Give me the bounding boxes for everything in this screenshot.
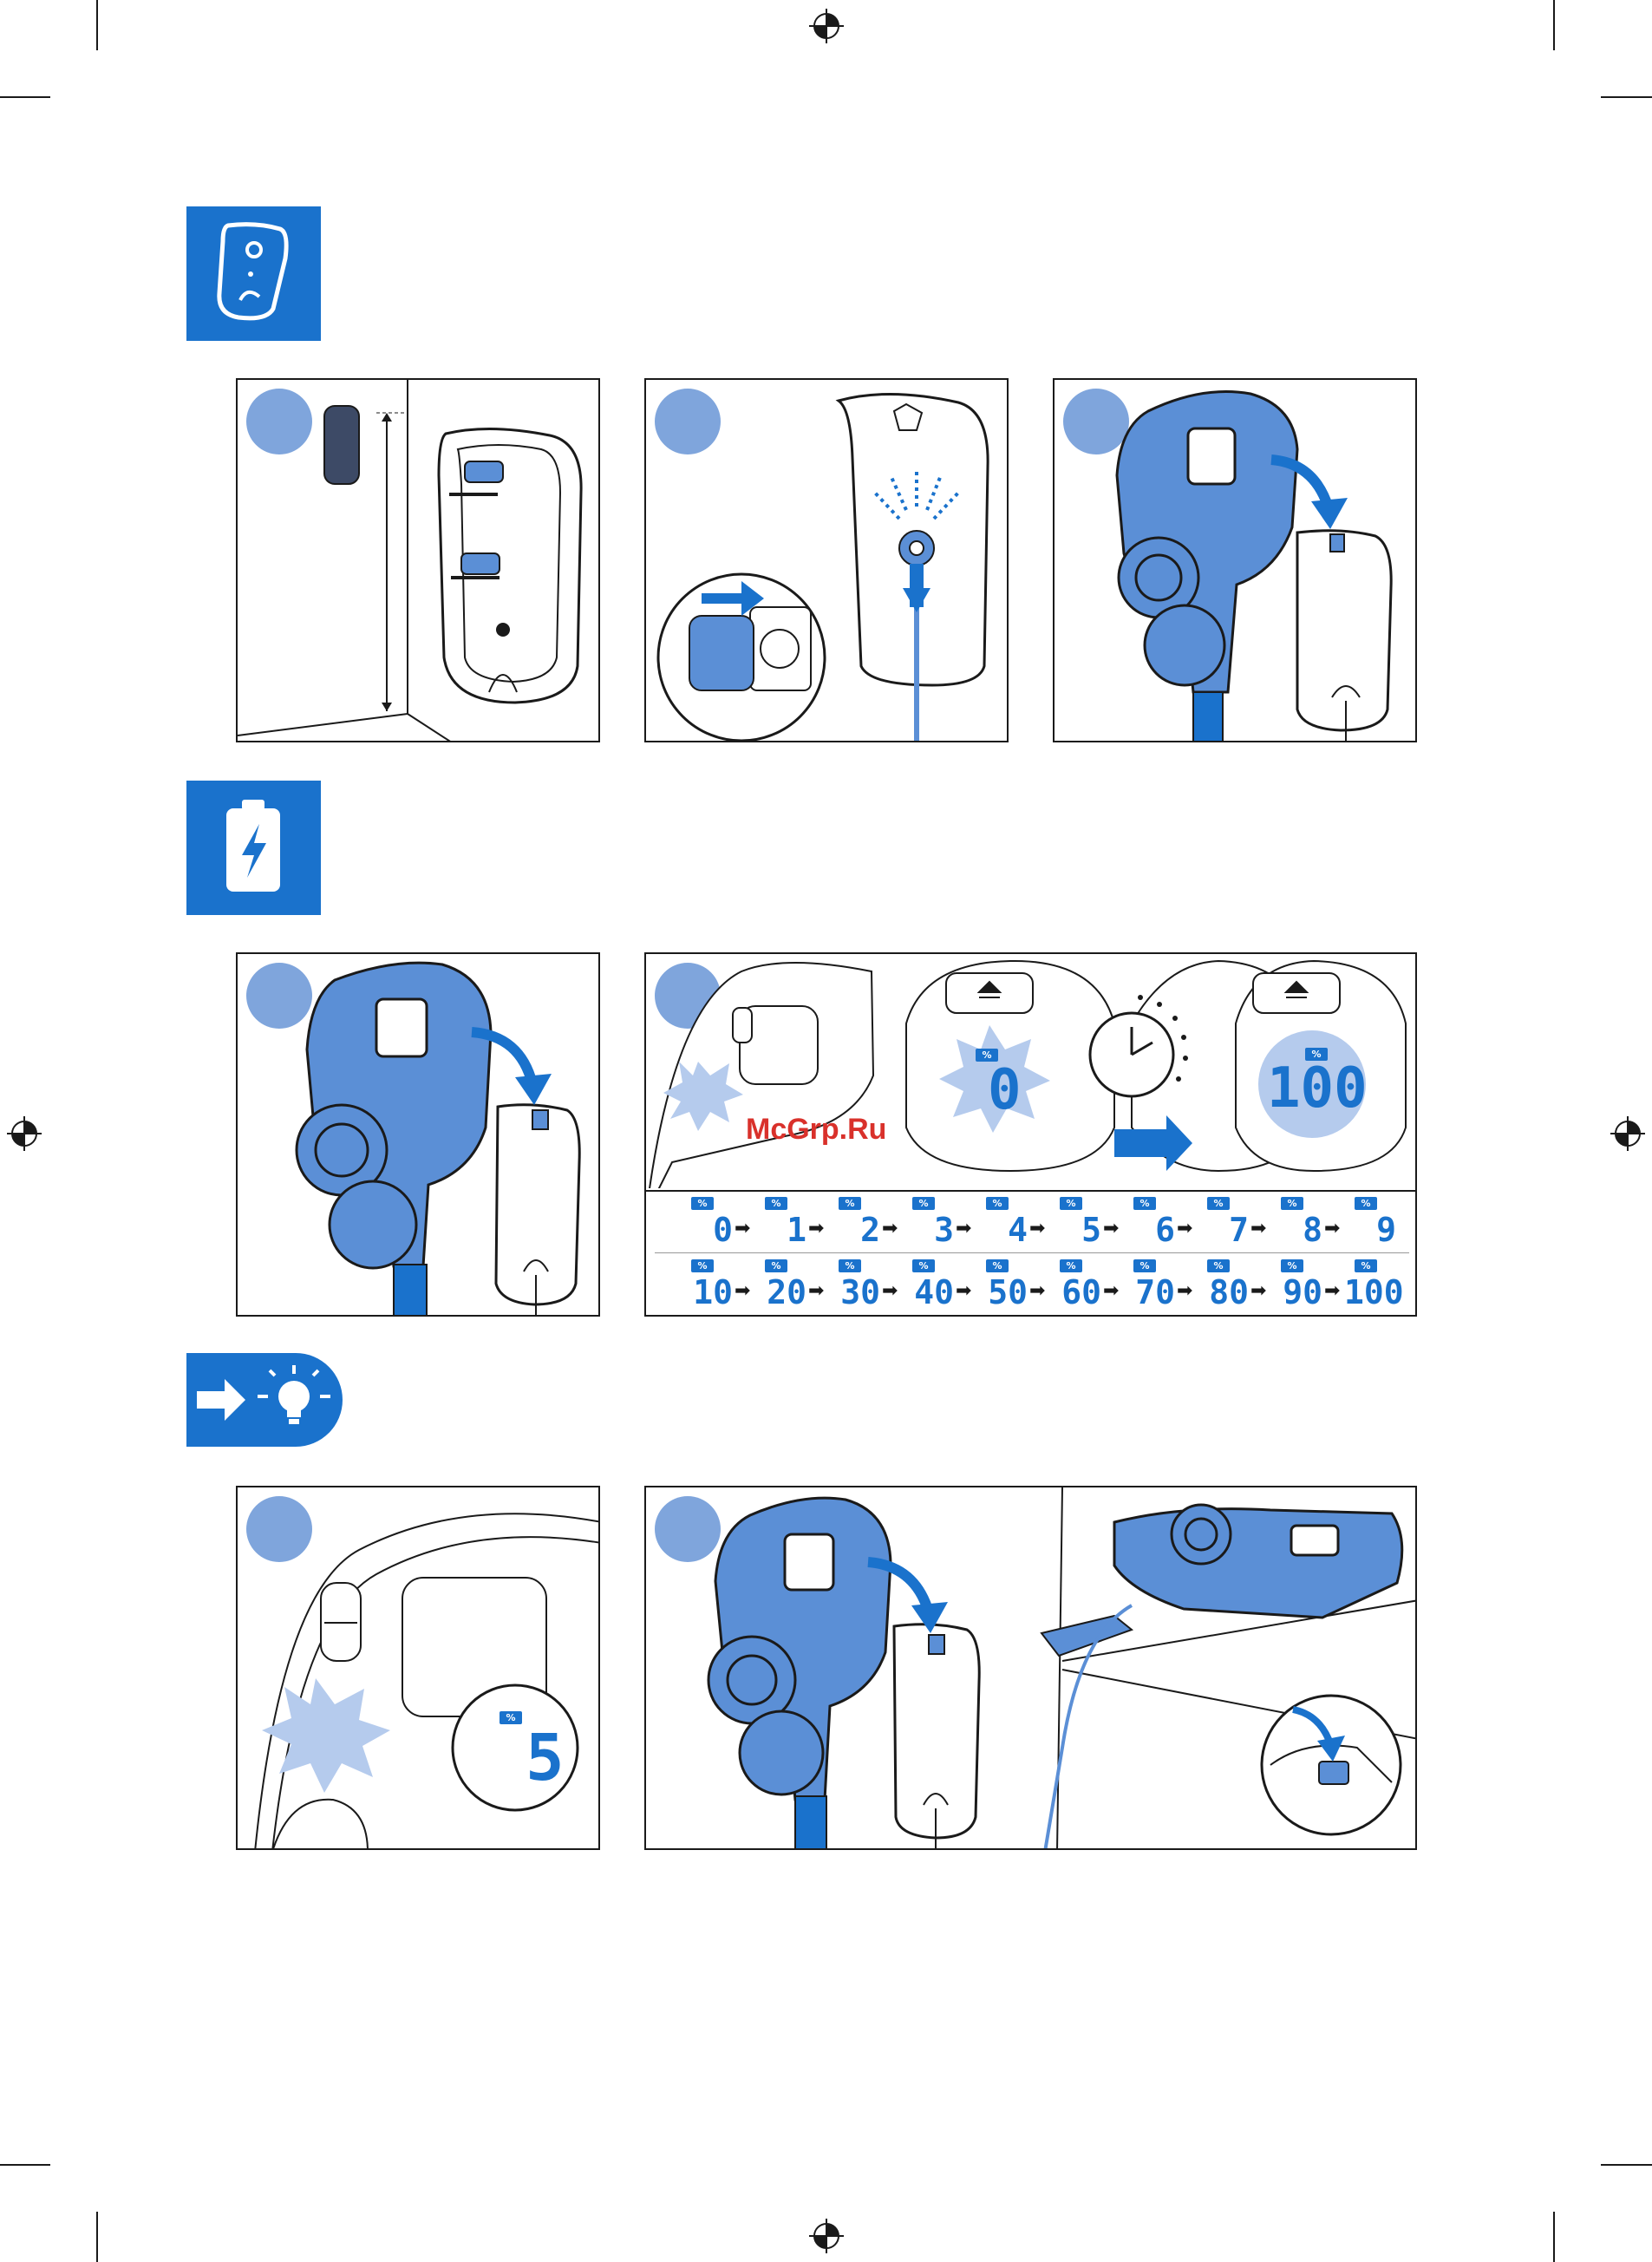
sequence-item: %8➡ <box>1270 1193 1343 1254</box>
sequence-item: %60➡ <box>1049 1256 1122 1317</box>
sequence-value: 20 <box>754 1273 806 1311</box>
sequence-value: 4 <box>976 1211 1028 1249</box>
sequence-value: 1 <box>754 1211 806 1249</box>
sequence-item: %70➡ <box>1123 1256 1196 1317</box>
sequence-value: 8 <box>1270 1211 1322 1249</box>
sequence-value: 0 <box>681 1211 733 1249</box>
arrow-right-icon: ➡ <box>1029 1280 1045 1302</box>
percent-icon: % <box>691 1259 714 1272</box>
percent-icon: % <box>1355 1197 1377 1210</box>
sequence-value: 7 <box>1197 1211 1249 1249</box>
sequence-value: 40 <box>902 1273 954 1311</box>
sequence-value: 50 <box>976 1273 1028 1311</box>
percent-icon: % <box>1281 1259 1303 1272</box>
sequence-item: %4➡ <box>976 1193 1048 1254</box>
sequence-divider <box>646 1190 1417 1192</box>
sequence-item: %5➡ <box>1049 1193 1122 1254</box>
charge-start-value: 0 <box>988 1060 1022 1121</box>
arrow-right-icon: ➡ <box>808 1218 824 1239</box>
percent-icon: % <box>1207 1197 1230 1210</box>
tip-header <box>186 1353 343 1447</box>
sequence-item: %80➡ <box>1197 1256 1270 1317</box>
sequence-value: 80 <box>1197 1273 1249 1311</box>
arrow-right-icon: ➡ <box>1324 1280 1340 1302</box>
arrow-right-icon: ➡ <box>1103 1218 1119 1239</box>
charge-end-value: 100 <box>1267 1058 1368 1119</box>
sequence-item: %2➡ <box>828 1193 901 1254</box>
percent-icon: % <box>1060 1259 1082 1272</box>
panel-low-battery: % 5 <box>236 1486 600 1850</box>
sequence-item: %1➡ <box>754 1193 827 1254</box>
arrow-right-icon: ➡ <box>1250 1218 1266 1239</box>
sequence-value: 70 <box>1123 1273 1175 1311</box>
sequence-item: %3➡ <box>902 1193 975 1254</box>
sequence-item: %40➡ <box>902 1256 975 1317</box>
percent-icon: % <box>1355 1259 1377 1272</box>
percent-icon: % <box>986 1259 1009 1272</box>
sequence-item: %30➡ <box>828 1256 901 1317</box>
wall-mount-header <box>186 206 321 341</box>
sequence-value: 3 <box>902 1211 954 1249</box>
sequence-value: 5 <box>1049 1211 1101 1249</box>
panel-charge-on-mount <box>236 952 600 1317</box>
sequence-value: 100 <box>1344 1273 1396 1311</box>
sequence-value: 2 <box>828 1211 880 1249</box>
arrow-right-icon: ➡ <box>1250 1280 1266 1302</box>
sequence-item: %50➡ <box>976 1256 1048 1317</box>
arrow-right-icon: ➡ <box>882 1218 898 1239</box>
sequence-item: %0➡ <box>681 1193 754 1254</box>
sequence-item: %20➡ <box>754 1256 827 1317</box>
percent-icon: % <box>765 1197 787 1210</box>
percent-icon: % <box>765 1259 787 1272</box>
arrow-right-icon: ➡ <box>1177 1280 1192 1302</box>
panel-place-on-mount <box>1053 378 1417 742</box>
sequence-row-2: %10➡ %20➡ %30➡ %40➡ %50➡ %60➡ %70➡ %80➡ … <box>681 1256 1409 1317</box>
arrow-right-icon: ➡ <box>882 1280 898 1302</box>
percent-icon: % <box>1207 1259 1230 1272</box>
percent-icon: % <box>839 1259 861 1272</box>
sequence-item: %10➡ <box>681 1256 754 1317</box>
tip-lightbulb-icon <box>186 1353 343 1447</box>
percent-icon: % <box>691 1197 714 1210</box>
panel-charge-options <box>644 1486 1417 1850</box>
sequence-item: %6➡ <box>1123 1193 1196 1254</box>
low-battery-value: 5 <box>526 1723 565 1793</box>
sequence-value: 30 <box>828 1273 880 1311</box>
sequence-value: 10 <box>681 1273 733 1311</box>
sequence-value: 60 <box>1049 1273 1101 1311</box>
sequence-item: %7➡ <box>1197 1193 1270 1254</box>
percent-icon: % <box>500 1711 522 1724</box>
sequence-value: 9 <box>1344 1211 1396 1249</box>
percent-icon: % <box>839 1197 861 1210</box>
arrow-right-icon: ➡ <box>808 1280 824 1302</box>
sequence-item: %100 <box>1344 1256 1417 1317</box>
arrow-right-icon: ➡ <box>1029 1218 1045 1239</box>
panel-wall-mount-height <box>236 378 600 742</box>
charging-header <box>186 781 321 915</box>
arrow-right-icon: ➡ <box>1103 1280 1119 1302</box>
percent-icon: % <box>1133 1197 1156 1210</box>
arrow-right-icon: ➡ <box>956 1218 971 1239</box>
panel-plug-adapter <box>644 378 1009 742</box>
percent-icon: % <box>912 1259 935 1272</box>
percent-icon: % <box>1133 1259 1156 1272</box>
sequence-row-1: %0➡ %1➡ %2➡ %3➡ %4➡ %5➡ %6➡ %7➡ %8➡ %9 <box>681 1193 1409 1254</box>
wall-mount-icon <box>186 206 321 341</box>
sequence-value: 90 <box>1270 1273 1322 1311</box>
percent-icon: % <box>912 1197 935 1210</box>
arrow-right-icon: ➡ <box>735 1218 750 1239</box>
sequence-item: %9 <box>1344 1193 1417 1254</box>
arrow-right-icon: ➡ <box>1177 1218 1192 1239</box>
arrow-right-icon: ➡ <box>1324 1218 1340 1239</box>
arrow-right-icon: ➡ <box>735 1280 750 1302</box>
percent-icon: % <box>1060 1197 1082 1210</box>
percent-icon: % <box>1281 1197 1303 1210</box>
sequence-item: %90➡ <box>1270 1256 1343 1317</box>
battery-charge-icon <box>186 781 321 915</box>
arrow-right-icon: ➡ <box>956 1280 971 1302</box>
percent-icon: % <box>986 1197 1009 1210</box>
sequence-value: 6 <box>1123 1211 1175 1249</box>
watermark: McGrp.Ru <box>746 1113 886 1147</box>
